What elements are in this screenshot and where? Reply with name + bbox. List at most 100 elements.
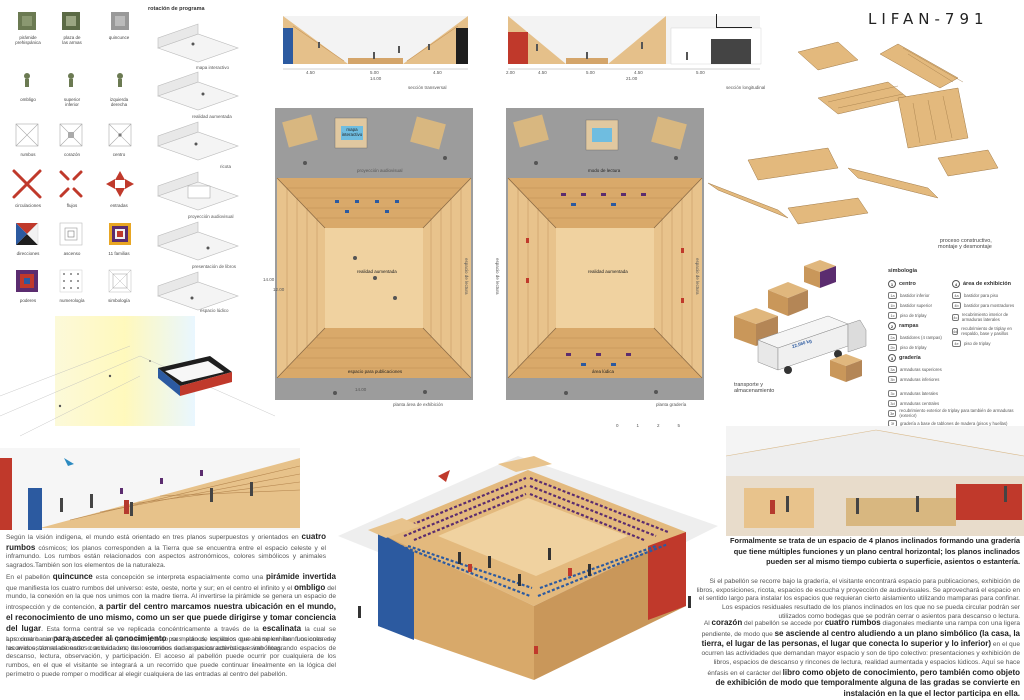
symbol-label-poderes: poderes <box>19 298 37 303</box>
symbol-label-flujos: flujos <box>66 203 78 208</box>
plan-dim-a: 14.00 <box>263 277 275 282</box>
plan-dim-b: 12.00 <box>273 287 285 292</box>
plan-graderia: modo de lectura realidad aumentada espac… <box>495 108 704 438</box>
symbol-label-superior: superior inferior <box>63 97 81 107</box>
text-right-3: Al corazón del pabellón se accede por cu… <box>701 618 1020 698</box>
long-dim-2: 5.00 <box>586 70 595 75</box>
navel-icon <box>24 73 30 79</box>
plan-left-label: planta área de exhibición <box>393 402 444 407</box>
program-item-2: ricota <box>220 164 232 169</box>
symbol-label-quincunce: quincunce <box>108 35 130 40</box>
legend-heading: simbología <box>888 268 918 274</box>
concept-axonometric <box>0 316 275 437</box>
interior-perspective-right <box>726 426 1024 536</box>
plan-right-tag-0: modo de lectura <box>588 168 621 173</box>
scale-5: 5 <box>677 423 681 428</box>
symbol-label-simbologia: simbología <box>108 298 130 303</box>
construction-process: proceso constructivo, montaje y desmonta… <box>707 38 1020 258</box>
cross-dim-1: 5.00 <box>370 70 379 75</box>
plan-left-tag-3: espacio de lectura <box>463 258 469 295</box>
plan-scale: 0 1 2 5 <box>616 423 681 429</box>
symbol-label-rumbos: rumbos <box>20 152 36 157</box>
truck-drawing <box>734 260 867 382</box>
plan-right-tag-2: espacio de lectura <box>494 258 500 295</box>
symbol-label-numerologia: numerología <box>59 298 85 303</box>
symbol-label-plaza: plaza de las armas <box>62 35 82 45</box>
program-item-0: mapa interactivo <box>196 65 230 70</box>
interior-perspective-left <box>0 448 300 530</box>
symbol-label-circulaciones: circulaciones <box>14 203 41 208</box>
plan-left-tag-1: proyección audiovisual <box>357 168 403 173</box>
program-heading: rotación de programa <box>148 6 205 12</box>
project-title: LIFAN-791 <box>868 10 989 28</box>
plan-right-tag-4: espacio de lectura <box>694 258 700 295</box>
symbol-label-familias: 11 familias <box>108 251 130 256</box>
cross-dim-0: 4.50 <box>306 70 315 75</box>
plan-right-tag-1: realidad aumentada <box>588 269 628 274</box>
plan-graderia-drawing <box>506 108 704 400</box>
program-item-1: realidad aumentada <box>192 114 232 119</box>
long-section-label: sección longitudinal <box>726 85 766 90</box>
symbol-label-corazon: corazón <box>63 152 80 157</box>
symbol-label-izquierda: izquierda derecha <box>109 97 129 107</box>
plan-right-tag-3: área lúdica <box>592 369 615 374</box>
scale-bar-mark <box>716 14 752 28</box>
symbol-label-centro: centro <box>112 152 126 157</box>
cross-section-label: sección transversal <box>408 85 447 90</box>
main-axonometric <box>338 456 718 680</box>
symbol-label-ascenso: ascenso <box>63 251 81 256</box>
long-dim-3: 4.50 <box>634 70 643 75</box>
scale-0: 0 <box>616 423 619 428</box>
text-paragraph-3: Los cuatro rumbos generan en su perímetr… <box>6 636 336 678</box>
plan-right-label: planta gradería <box>656 402 687 407</box>
plan-left-tag-4: espacio para publicaciones <box>347 369 403 374</box>
scale-1: 1 <box>636 423 640 428</box>
plan-left-tag-2: realidad aumentada <box>357 269 397 274</box>
long-section-drawing <box>508 16 762 70</box>
cross-dim-total: 14.00 <box>370 76 382 81</box>
construction-exploded-drawing <box>707 41 999 225</box>
program-item-5: espacio lúdico <box>200 308 229 313</box>
plan-exhibition-drawing <box>275 108 473 400</box>
symbol-label-direcciones: direcciones <box>16 251 40 256</box>
program-item-3: proyección audiovisual <box>188 214 234 219</box>
symbol-label-ombligo: ombligo <box>20 97 36 102</box>
scale-2: 2 <box>657 423 660 428</box>
cross-section: 4.50 5.00 4.50 14.00 sección transversal <box>278 14 473 94</box>
plan-dim-c: 14.00 <box>355 387 367 392</box>
long-section: 2.00 4.50 5.00 4.50 5.00 21.00 sección l… <box>506 14 776 94</box>
program-diagrams <box>157 23 239 311</box>
long-dim-total: 21.00 <box>626 76 638 81</box>
text-right-1: Formalmente se trata de un espacio de 4 … <box>730 536 1020 567</box>
long-dim-0: 2.00 <box>506 70 515 75</box>
transport-label: transporte y almacenamiento <box>734 382 775 395</box>
text-right-2: Si el pabellón se recorre bajo la grader… <box>696 578 1020 620</box>
symbols-grid: pirámide prehispánica plaza de las armas… <box>2 8 142 313</box>
symbol-label-entradas: entradas <box>110 203 128 208</box>
cross-section-drawing <box>283 16 468 70</box>
program-rotation: rotación de programa mapa interactivo re… <box>148 6 258 316</box>
process-label: proceso constructivo, montaje y desmonta… <box>938 238 992 251</box>
transport-storage: 22,560 kg transporte y almacenamiento <box>728 260 878 410</box>
up-down-icon <box>68 73 74 79</box>
text-paragraph-1: Según la visión indígena, el mundo está … <box>6 532 326 570</box>
long-dim-4: 5.00 <box>696 70 705 75</box>
